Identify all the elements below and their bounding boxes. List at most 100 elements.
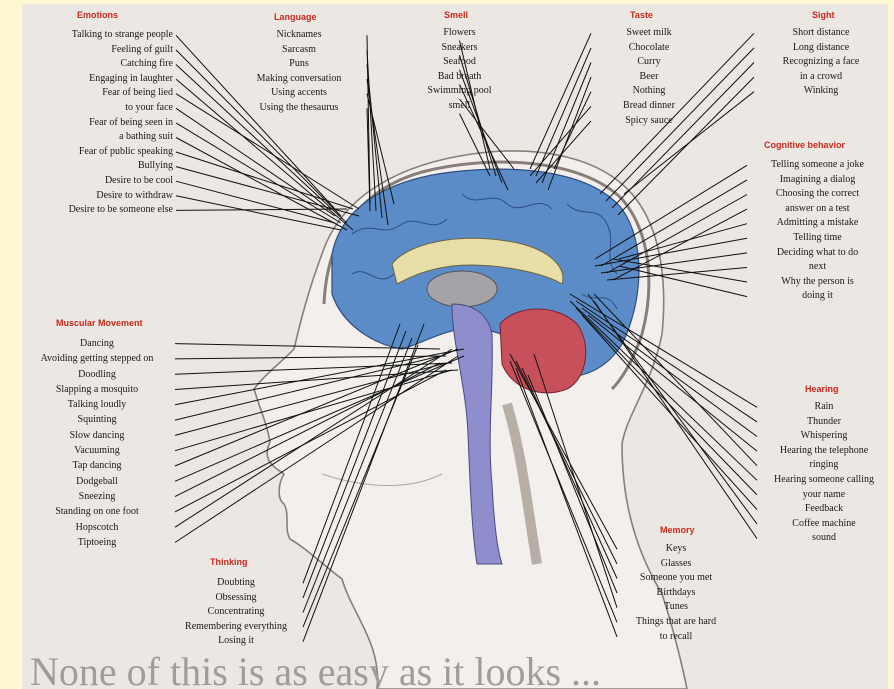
- memory-item: Someone you met: [620, 571, 732, 586]
- footer-caption: None of this is as easy as it looks ...: [30, 648, 601, 689]
- emotion-item: Talking to strange people: [69, 28, 173, 43]
- memory-list: Keys Glasses Someone you met Birthdays T…: [620, 542, 732, 644]
- hearing-item: Feedback: [760, 502, 888, 517]
- muscular-item: Slapping a mosquito: [22, 382, 172, 397]
- hearing-item: Hearing someone calling: [760, 473, 888, 488]
- smell-list: Flowers Sneakers Seafood Bad breath Swim…: [412, 26, 507, 114]
- muscular-item: Standing on one foot: [22, 504, 172, 519]
- leader-line: [176, 108, 335, 216]
- sight-item: Recognizing a face: [757, 55, 885, 70]
- leader-line: [176, 181, 335, 223]
- emotion-item: Desire to be cool: [69, 174, 173, 189]
- sight-item: Short distance: [757, 26, 885, 41]
- muscular-item: Avoiding getting stepped on: [22, 351, 172, 366]
- hearing-item: your name: [760, 488, 888, 503]
- taste-item: Nothing: [594, 84, 704, 99]
- emotion-item: Fear of being seen in: [69, 116, 173, 131]
- thinking-item: Concentrating: [172, 605, 300, 620]
- muscular-item: Tap dancing: [22, 458, 172, 473]
- taste-item: Chocolate: [594, 41, 704, 56]
- language-item: Nicknames: [234, 28, 364, 43]
- category-title-hearing: Hearing: [805, 384, 839, 394]
- category-title-cognitive-behavior: Cognitive behavior: [764, 140, 845, 150]
- taste-list: Sweet milk Chocolate Curry Beer Nothing …: [594, 26, 704, 128]
- leader-line: [176, 152, 353, 209]
- muscular-list: Dancing Avoiding getting stepped on Dood…: [22, 336, 172, 550]
- muscular-item: Sneezing: [22, 489, 172, 504]
- category-title-muscular-movement: Muscular Movement: [56, 318, 143, 328]
- memory-item: Birthdays: [620, 586, 732, 601]
- hearing-item: Rain: [760, 400, 888, 415]
- language-item: Puns: [234, 57, 364, 72]
- smell-item: Bad breath: [412, 70, 507, 85]
- sight-list: Short distance Long distance Recognizing…: [757, 26, 885, 99]
- hearing-item: Thunder: [760, 415, 888, 430]
- cognitive-item: Why the person is: [750, 275, 885, 290]
- cognitive-item: answer on a test: [750, 202, 885, 217]
- muscular-item: Hopscotch: [22, 520, 172, 535]
- muscular-item: Dodgeball: [22, 474, 172, 489]
- hearing-item: Whispering: [760, 429, 888, 444]
- muscular-item: Slow dancing: [22, 428, 172, 443]
- sight-item: in a crowd: [757, 70, 885, 85]
- emotion-item: a bathing suit: [69, 130, 173, 145]
- thinking-item: Doubting: [172, 576, 300, 591]
- muscular-item: Dancing: [22, 336, 172, 351]
- emotion-item: Desire to be someone else: [69, 203, 173, 218]
- memory-item: Glasses: [620, 557, 732, 572]
- thinking-item: Losing it: [172, 634, 300, 649]
- taste-item: Beer: [594, 70, 704, 85]
- category-title-emotions: Emotions: [77, 10, 118, 20]
- sight-item: Long distance: [757, 41, 885, 56]
- muscular-item: Tiptoeing: [22, 535, 172, 550]
- language-list: Nicknames Sarcasm Puns Making conversati…: [234, 28, 364, 116]
- smell-item: smell: [412, 99, 507, 114]
- category-title-smell: Smell: [444, 10, 468, 20]
- category-title-memory: Memory: [660, 525, 695, 535]
- emotion-item: Feeling of guilt: [69, 43, 173, 58]
- taste-item: Curry: [594, 55, 704, 70]
- hearing-item: Coffee machine: [760, 517, 888, 532]
- taste-item: Bread dinner: [594, 99, 704, 114]
- category-title-taste: Taste: [630, 10, 653, 20]
- hearing-list: Rain Thunder Whispering Hearing the tele…: [760, 400, 888, 546]
- emotion-item: Fear of public speaking: [69, 145, 173, 160]
- thinking-list: Doubting Obsessing Concentrating Remembe…: [172, 576, 300, 649]
- cognitive-item: Choosing the correct: [750, 187, 885, 202]
- thinking-item: Obsessing: [172, 591, 300, 606]
- thalamus: [427, 271, 497, 307]
- taste-item: Sweet milk: [594, 26, 704, 41]
- cognitive-item: Telling someone a joke: [750, 158, 885, 173]
- cognitive-item: Imagining a dialog: [750, 173, 885, 188]
- memory-item: to recall: [620, 630, 732, 645]
- muscular-item: Vacuuming: [22, 443, 172, 458]
- hearing-item: ringing: [760, 458, 888, 473]
- emotions-list: Talking to strange people Feeling of gui…: [69, 28, 173, 218]
- emotion-item: Desire to withdraw: [69, 189, 173, 204]
- emotion-item: Bullying: [69, 159, 173, 174]
- muscular-item: Squinting: [22, 412, 172, 427]
- muscular-item: Talking loudly: [22, 397, 172, 412]
- language-item: Using accents: [234, 86, 364, 101]
- memory-item: Keys: [620, 542, 732, 557]
- leader-line: [176, 209, 347, 210]
- smell-item: Flowers: [412, 26, 507, 41]
- muscular-item: Doodling: [22, 367, 172, 382]
- language-item: Making conversation: [234, 72, 364, 87]
- cognitive-item: doing it: [750, 289, 885, 304]
- cognitive-item: next: [750, 260, 885, 275]
- cognitive-item: Admitting a mistake: [750, 216, 885, 231]
- language-item: Sarcasm: [234, 43, 364, 58]
- category-title-thinking: Thinking: [210, 557, 248, 567]
- sight-item: Winking: [757, 84, 885, 99]
- thinking-item: Remembering everything: [172, 620, 300, 635]
- emotion-item: Catching fire: [69, 57, 173, 72]
- hearing-item: Hearing the telephone: [760, 444, 888, 459]
- emotion-item: to your face: [69, 101, 173, 116]
- hearing-item: sound: [760, 531, 888, 546]
- taste-item: Spicy sauce: [594, 114, 704, 129]
- memory-item: Tunes: [620, 600, 732, 615]
- language-item: Using the thesaurus: [234, 101, 364, 116]
- smell-item: Swimming pool: [412, 84, 507, 99]
- memory-item: Things that are hard: [620, 615, 732, 630]
